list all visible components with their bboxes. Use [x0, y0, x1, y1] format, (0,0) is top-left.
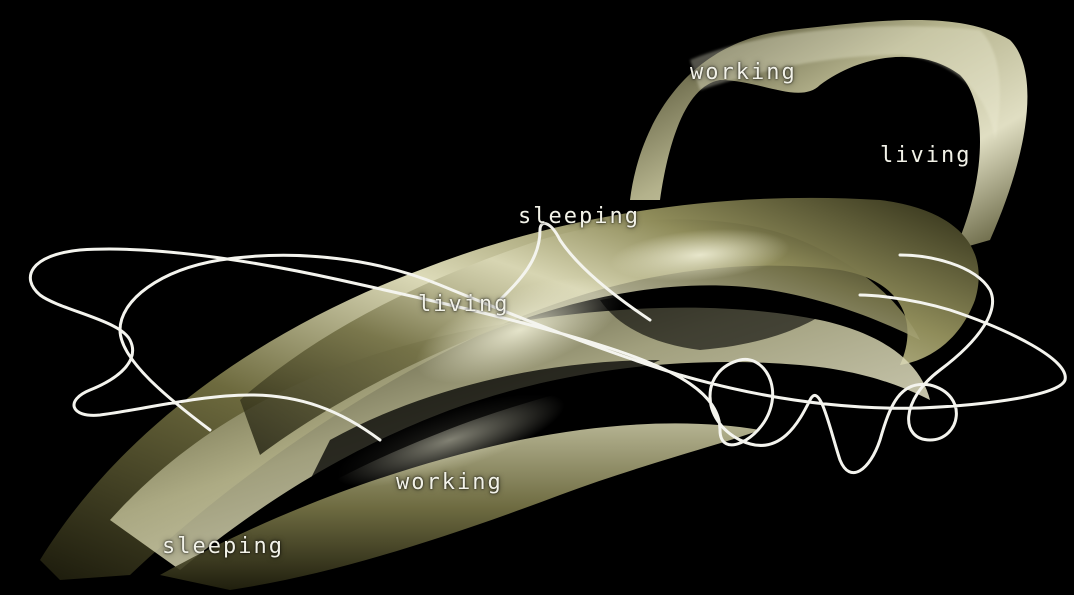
label-sleeping-mid: sleeping — [518, 204, 640, 229]
label-living-right: living — [880, 143, 971, 168]
label-working-top: working — [690, 60, 797, 85]
label-working-low: working — [396, 470, 503, 495]
label-sleeping-low: sleeping — [162, 534, 284, 559]
label-living-mid: living — [418, 292, 509, 317]
